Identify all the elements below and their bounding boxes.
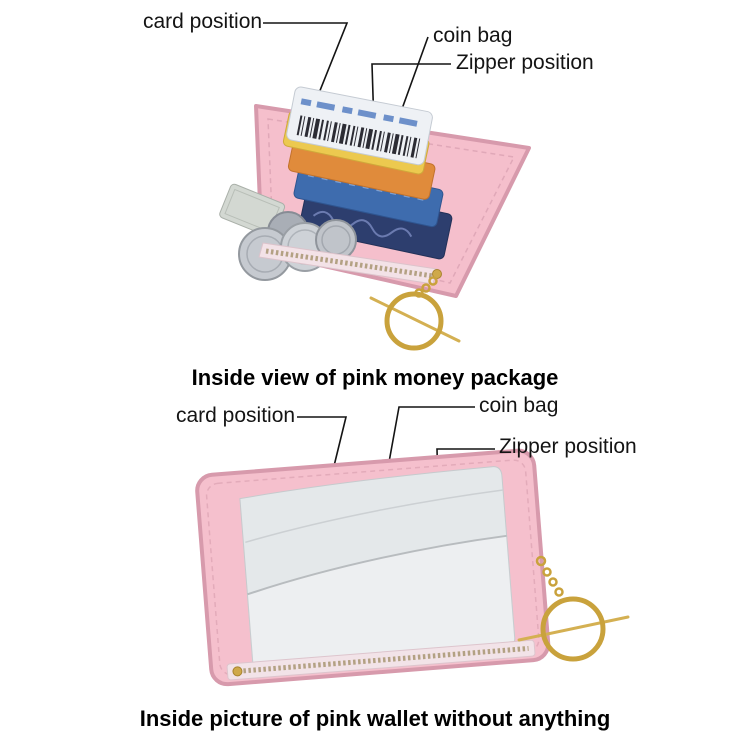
bottom-keyring	[517, 555, 630, 662]
coin-bag-seam	[247, 534, 507, 596]
label-bottom-coin-bag: coin bag	[479, 394, 559, 417]
top-keyring-ring	[384, 291, 444, 351]
leader-bottom-card-position	[297, 416, 348, 467]
card-slot-seam	[245, 489, 504, 544]
label-top-card-position: card position	[143, 10, 263, 33]
bottom-keyring-rod	[517, 615, 630, 642]
bottom-wallet	[195, 448, 551, 687]
caption-bottom: Inside picture of pink wallet without an…	[139, 706, 611, 731]
top-keyring-rod	[369, 296, 461, 343]
label-bottom-zipper-position: Zipper position	[499, 435, 637, 458]
label-bottom-card-position: card position	[176, 404, 296, 427]
bottom-zipper	[226, 639, 536, 681]
bottom-keyring-ring	[540, 596, 606, 662]
card-barcode	[286, 86, 433, 166]
label-top-zipper-position: Zipper position	[456, 51, 594, 74]
top-wallet	[219, 86, 531, 351]
label-top-coin-bag: coin bag	[433, 24, 513, 47]
caption-top: Inside view of pink money package	[191, 365, 559, 390]
bottom-zipper-pull	[232, 666, 243, 677]
top-keyring	[369, 276, 461, 351]
